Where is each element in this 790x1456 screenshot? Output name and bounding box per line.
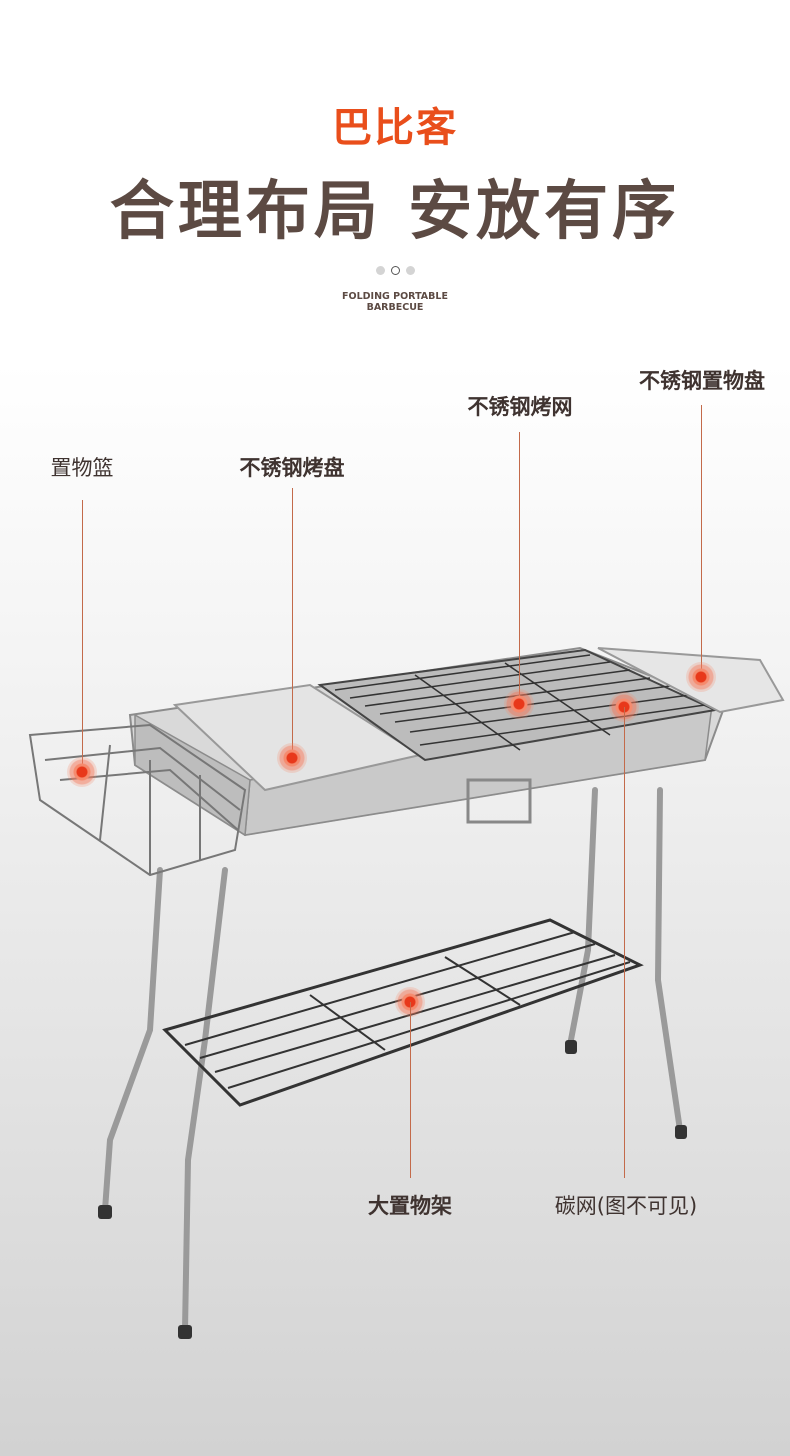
hotspot-marker-icon[interactable]	[277, 743, 307, 773]
subtitle-line2: BARBECUE	[366, 302, 424, 313]
grill-body	[128, 646, 785, 837]
leader-line	[82, 500, 83, 772]
carousel-dot-active[interactable]	[390, 266, 400, 275]
leader-line	[519, 432, 520, 704]
carousel-dot[interactable]	[405, 266, 415, 275]
callout-label-charcoal-net: 碳网(图不可见)	[554, 1194, 698, 1218]
grill-legs	[102, 787, 683, 1333]
callout-label-side-tray: 不锈钢置物盘	[639, 369, 765, 393]
subtitle: FOLDING PORTABLE BARBECUE	[0, 291, 790, 313]
carousel-dot[interactable]	[375, 266, 385, 275]
brand-logo: 巴比客	[332, 105, 458, 151]
leader-line	[624, 707, 625, 1178]
page-title: 合理布局 安放有序	[109, 175, 681, 249]
subtitle-line1: FOLDING PORTABLE	[342, 291, 448, 302]
carousel-dots	[0, 266, 790, 275]
hotspot-marker-icon[interactable]	[686, 662, 716, 692]
leader-line	[410, 1002, 411, 1178]
hotspot-marker-icon[interactable]	[504, 689, 534, 719]
hotspot-marker-icon[interactable]	[67, 757, 97, 787]
callout-label-tray: 不锈钢烤盘	[239, 456, 345, 480]
callout-label-grill-net: 不锈钢烤网	[467, 395, 573, 419]
callout-label-basket: 置物篮	[50, 456, 114, 480]
callout-label-shelf: 大置物架	[368, 1194, 452, 1218]
side-basket	[28, 723, 247, 877]
leader-line	[292, 488, 293, 758]
leader-line	[701, 405, 702, 677]
leg-feet	[98, 1040, 687, 1339]
